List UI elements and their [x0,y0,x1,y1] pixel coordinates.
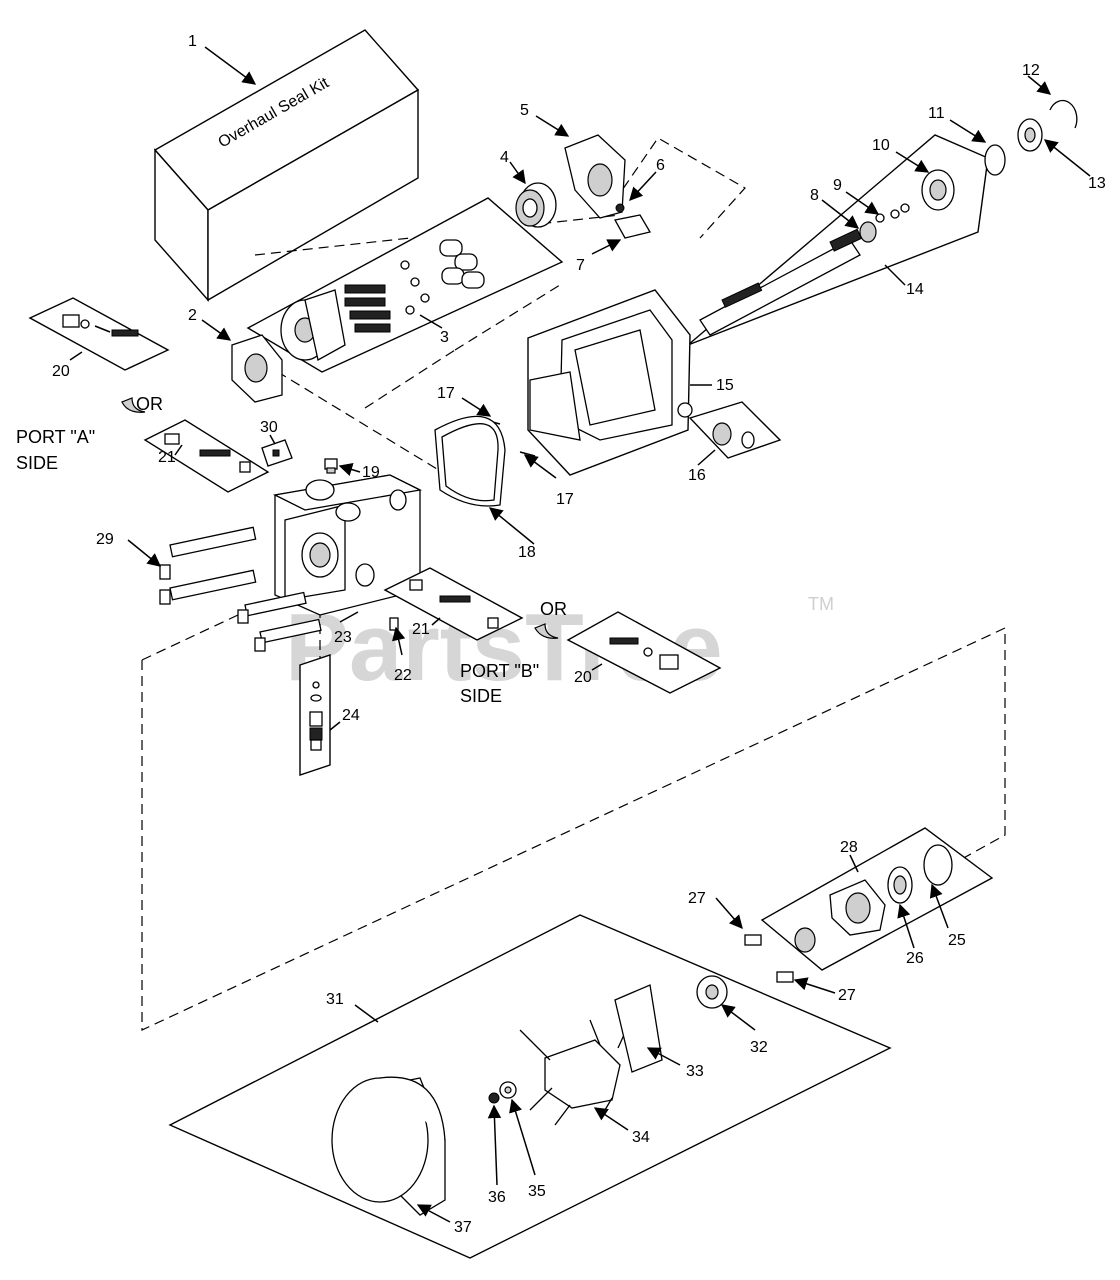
pump-bolts[interactable] [744,934,794,983]
callout-25: 25 [948,932,966,949]
callout-30: 30 [260,419,278,436]
input-shaft-assembly[interactable] [687,134,989,346]
callout-18: 18 [518,544,536,561]
svg-text:TM: TM [808,594,834,614]
callout-8: 8 [810,187,819,204]
callout-15: 15 [716,377,734,394]
callout-11: 11 [928,105,945,122]
swashplate[interactable] [564,134,626,219]
callout-29: 29 [96,531,114,548]
callout-numbers: 1 2 3 4 5 6 7 8 9 10 11 12 13 14 15 16 1… [52,33,1106,1236]
relief-valve-b[interactable] [383,567,524,641]
svg-text:OR: OR [136,394,163,414]
callout-27a: 27 [688,890,706,907]
port-a-label: PORT "A" [16,427,95,447]
plug-19[interactable] [324,458,338,474]
callout-36: 36 [488,1189,506,1206]
bearing-4[interactable] [515,182,557,228]
leader-lines [69,46,1091,1223]
callout-9: 9 [833,177,842,194]
callout-17a: 17 [437,385,455,402]
callout-10: 10 [872,137,890,154]
relief-valve-a[interactable] [143,419,270,493]
callout-21b: 21 [412,621,430,638]
housing-bolts[interactable] [159,526,322,652]
callout-17b: 17 [556,491,574,508]
port-b-side: SIDE [460,686,502,706]
callout-32: 32 [750,1039,768,1056]
shaft-seal[interactable] [688,401,782,459]
trunnion-arm[interactable] [613,203,652,239]
retaining-rings[interactable] [984,99,1078,176]
callout-24: 24 [342,707,360,724]
thrust-plate[interactable] [231,334,283,403]
or-symbol-b: OR [534,599,567,639]
callout-21a: 21 [158,449,176,466]
svg-text:OR: OR [540,599,567,619]
port-b-label: PORT "B" [460,661,539,681]
or-symbol-a: OR [121,394,163,414]
callout-12: 12 [1022,62,1040,79]
housing-gasket[interactable] [434,415,506,507]
callout-2: 2 [188,307,197,324]
decal-30[interactable] [261,439,293,467]
callout-16: 16 [688,467,706,484]
callout-13: 13 [1088,175,1106,192]
callout-14: 14 [906,281,924,298]
callout-34: 34 [632,1129,650,1146]
charge-pump-assembly[interactable] [760,827,994,971]
callout-23: 23 [334,629,352,646]
callout-5: 5 [520,102,529,119]
bypass-valve[interactable] [299,654,331,776]
callout-7: 7 [576,257,585,274]
seal-kit-box[interactable]: Overhaul Seal Kit [153,29,420,302]
center-section[interactable] [272,474,423,616]
callout-3: 3 [440,329,449,346]
callout-33: 33 [686,1063,704,1080]
callout-4: 4 [500,149,509,166]
cylinder-block-assembly[interactable] [246,197,564,373]
check-valve-b[interactable] [566,611,722,694]
port-a-side: SIDE [16,453,58,473]
callout-1: 1 [188,33,197,50]
callout-28: 28 [840,839,858,856]
callout-37: 37 [454,1219,472,1236]
callout-20b: 20 [574,669,592,686]
housing-assembly[interactable] [527,289,693,476]
callout-6: 6 [656,157,665,174]
callout-27b: 27 [838,987,856,1004]
callout-26: 26 [906,950,924,967]
cooling-fan-assembly[interactable] [168,914,892,1259]
check-valve-a[interactable] [28,297,170,371]
callout-35: 35 [528,1183,546,1200]
callout-22: 22 [394,667,412,684]
callout-20a: 20 [52,363,70,380]
callout-31: 31 [326,991,344,1008]
callout-19: 19 [362,464,380,481]
